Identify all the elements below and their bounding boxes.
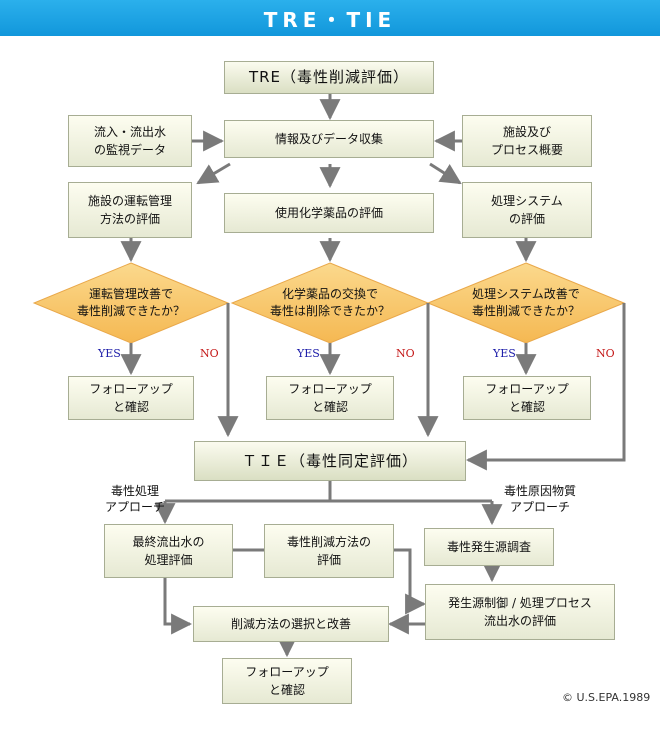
final-effluent-box: 最終流出水の 処理評価 <box>104 524 233 578</box>
source-survey-box: 毒性発生源調査 <box>424 528 554 566</box>
source-control-box: 発生源制御 / 処理プロセス 流出水の評価 <box>425 584 615 640</box>
yes-label-3: YES <box>493 347 516 360</box>
approach-treatment-label: 毒性処理 アプローチ <box>104 484 165 514</box>
followup-box-3: フォローアップ と確認 <box>463 376 591 420</box>
page-title: TRE・TIE <box>263 7 397 32</box>
followup-box-1: フォローアップ と確認 <box>68 376 194 420</box>
monitor-data-box: 流入・流出水 の監視データ <box>68 115 192 167</box>
facility-overview-box: 施設及び プロセス概要 <box>462 115 592 167</box>
yes-label-2: YES <box>297 347 320 360</box>
approach-cause-label: 毒性原因物質 アプローチ <box>503 484 576 514</box>
reduction-method-box: 毒性削減方法の 評価 <box>264 524 394 578</box>
decision-3-text: 処理システム改善で 毒性削減できたか？ <box>471 286 580 318</box>
tre-box: TRE（毒性削減評価） <box>224 61 434 94</box>
followup-box-2: フォローアップ と確認 <box>266 376 394 420</box>
info-collection-box: 情報及びデータ収集 <box>224 120 434 158</box>
tre-title: TRE（毒性削減評価） <box>248 68 410 87</box>
tie-title: ＴＩＥ（毒性同定評価） <box>241 451 418 470</box>
yes-label-1: YES <box>98 347 121 360</box>
no-label-1: NO <box>200 347 219 360</box>
header-bar: TRE・TIE <box>0 0 660 36</box>
decision-2-text: 化学薬品の交換で 毒性は削除できたか？ <box>269 286 390 318</box>
chemical-eval-box: 使用化学薬品の評価 <box>224 193 434 233</box>
tie-box: ＴＩＥ（毒性同定評価） <box>194 441 466 481</box>
no-label-3: NO <box>596 347 615 360</box>
select-improve-box: 削減方法の選択と改善 <box>193 606 389 642</box>
copyright-text: © U.S.EPA.1989 <box>562 691 651 704</box>
system-eval-box: 処理システム の評価 <box>462 182 592 238</box>
followup-box-final: フォローアップ と確認 <box>222 658 352 704</box>
operation-eval-box: 施設の運転管理 方法の評価 <box>68 182 192 238</box>
no-label-2: NO <box>396 347 415 360</box>
decision-1-text: 運転管理改善で 毒性削減できたか？ <box>76 286 185 318</box>
